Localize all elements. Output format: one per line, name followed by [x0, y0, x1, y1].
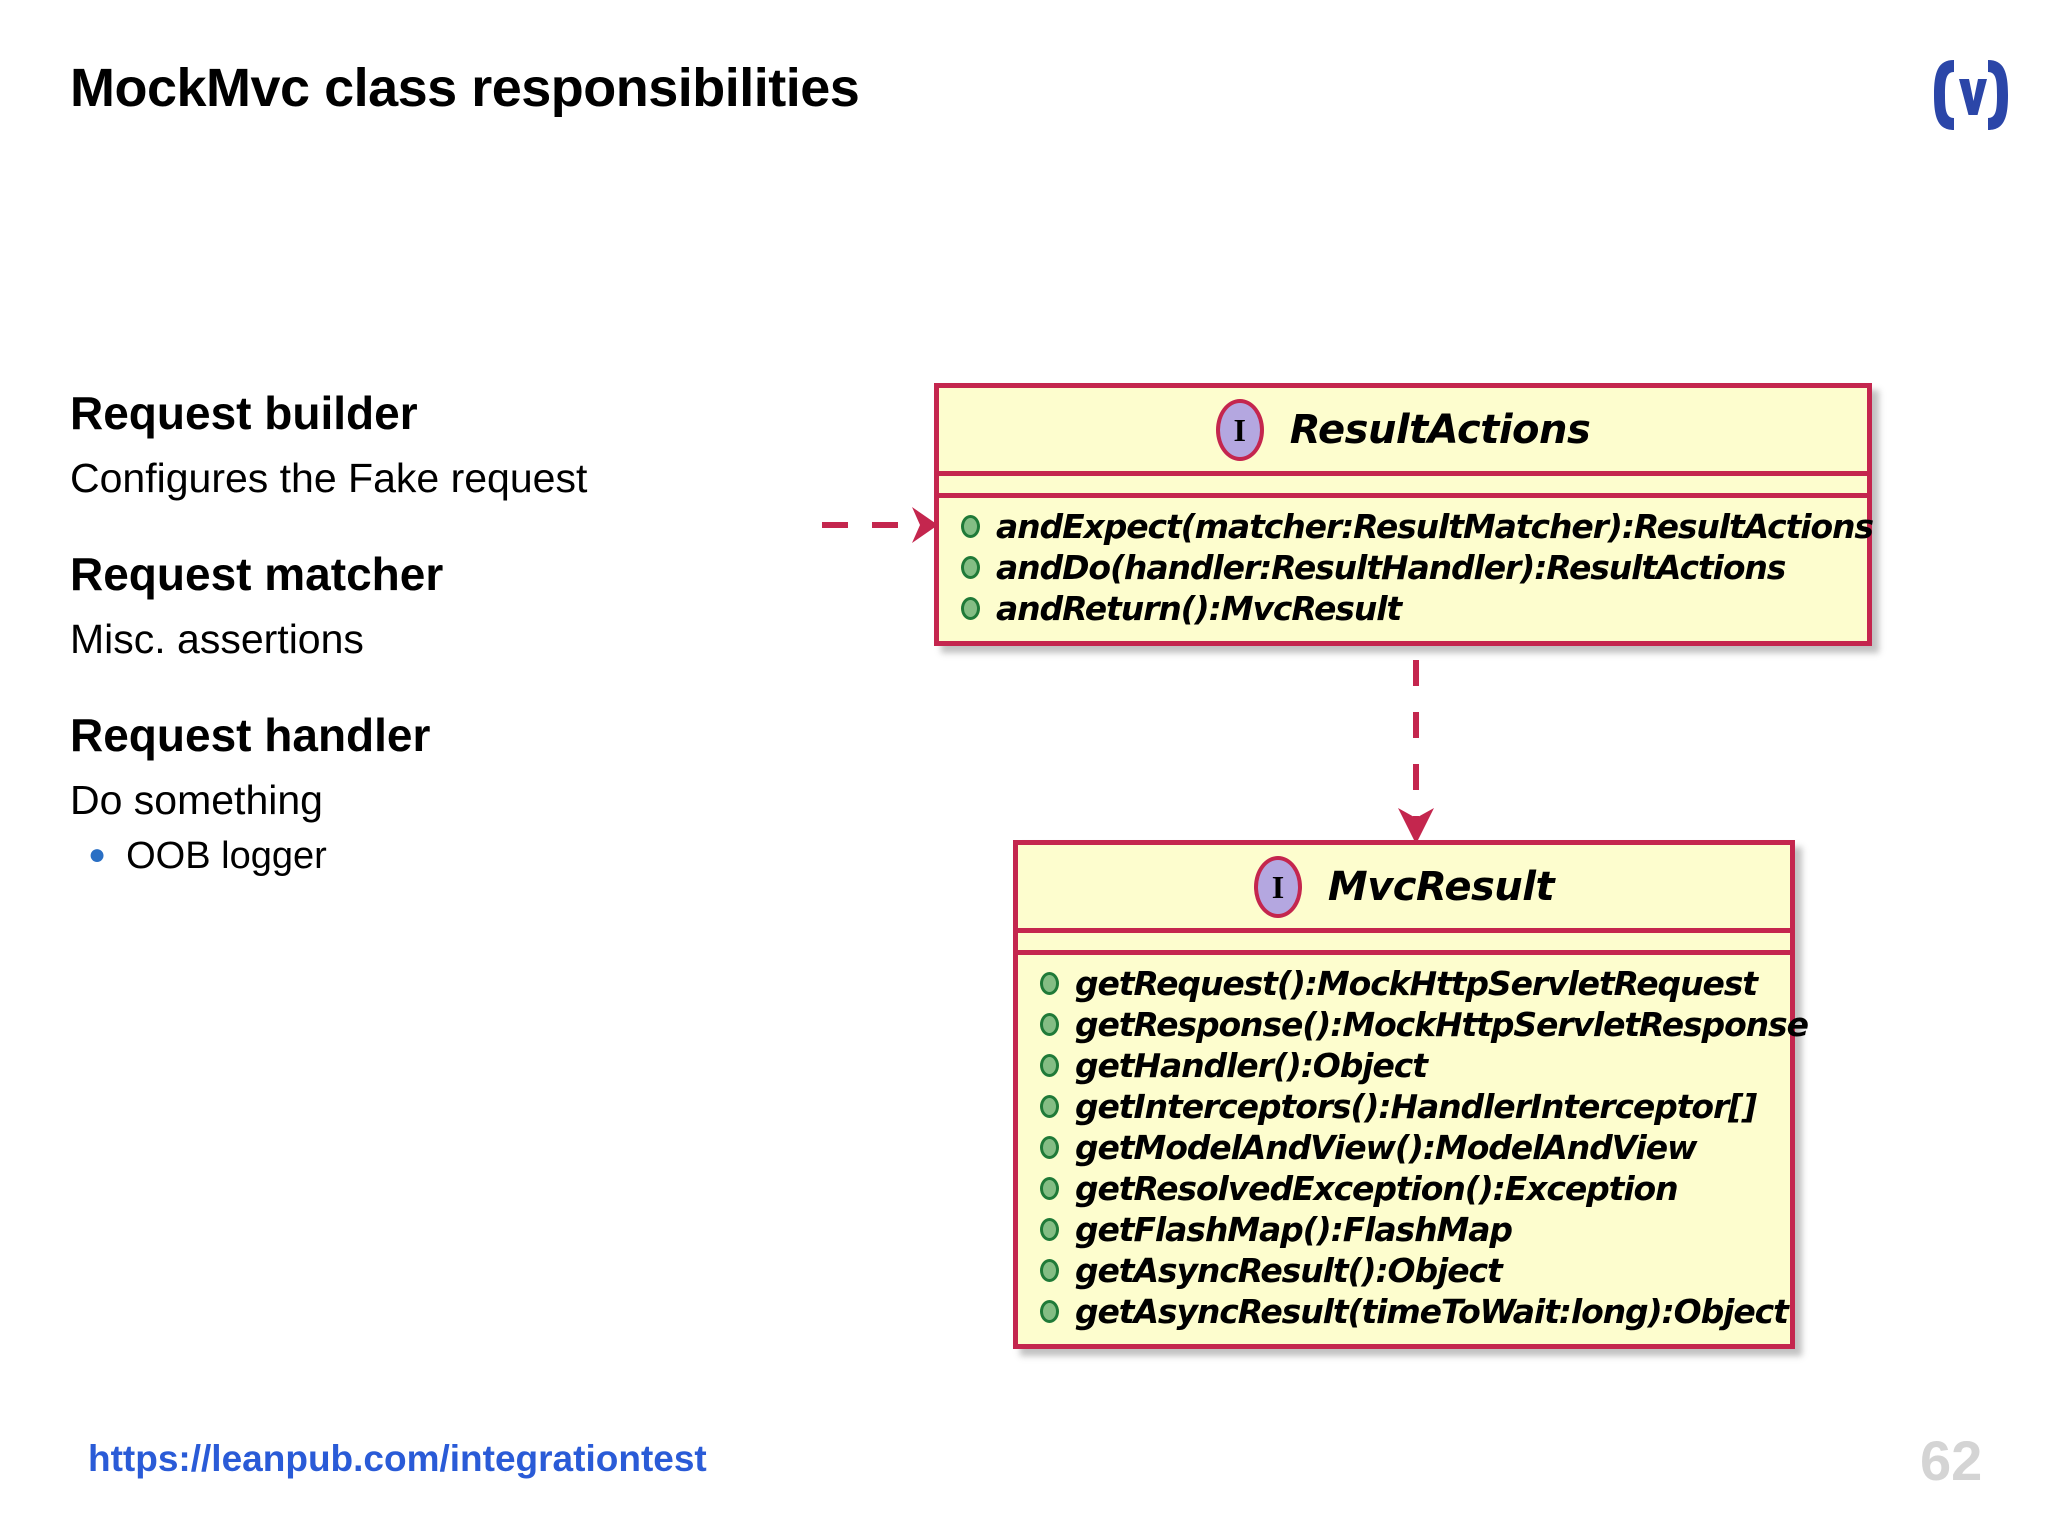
section-body: Do something [70, 777, 323, 823]
section-heading: Request builder [70, 387, 418, 439]
uml-method-signature: andReturn():MvcResult [996, 589, 1402, 628]
uml-method-row: getInterceptors():HandlerInterceptor[] [1018, 1086, 1790, 1127]
left-content-column: Request builder Configures the Fake requ… [70, 390, 710, 875]
uml-method-row: getAsyncResult():Object [1018, 1250, 1790, 1291]
page-number: 62 [1920, 1429, 1983, 1492]
uml-method-row: getFlashMap():FlashMap [1018, 1209, 1790, 1250]
uml-method-row: getAsyncResult(timeToWait:long):Object [1018, 1291, 1790, 1332]
interface-stereotype-icon: I [1215, 398, 1264, 461]
uml-method-signature: getResponse():MockHttpServletResponse [1075, 1005, 1809, 1044]
uml-class-name: MvcResult [1327, 863, 1555, 910]
uml-attributes-compartment [939, 476, 1867, 498]
list-item: ● OOB logger [88, 837, 710, 875]
section-heading: Request matcher [70, 548, 444, 600]
connector-incoming-dependency-icon [822, 507, 938, 543]
page-title: MockMvc class responsibilities [70, 58, 860, 118]
brand-logo-icon [1928, 52, 2014, 138]
section-request-builder: Request builder Configures the Fake requ… [70, 390, 710, 499]
uml-method-signature: getInterceptors():HandlerInterceptor[] [1075, 1087, 1757, 1126]
uml-method-row: andDo(handler:ResultHandler):ResultActio… [939, 547, 1867, 588]
uml-methods-compartment: andExpect(matcher:ResultMatcher):ResultA… [939, 498, 1874, 641]
public-visibility-icon [1040, 1013, 1059, 1036]
uml-method-row: getHandler():Object [1018, 1045, 1790, 1086]
section-request-handler: Request handler Do something ● OOB logge… [70, 712, 710, 875]
bullet-dot-icon: ● [88, 838, 107, 871]
public-visibility-icon [961, 515, 980, 538]
uml-method-signature: andExpect(matcher:ResultMatcher):ResultA… [996, 507, 1874, 546]
section-body: Misc. assertions [70, 616, 364, 662]
public-visibility-icon [1040, 1259, 1059, 1282]
footer-link[interactable]: https://leanpub.com/integrationtest [88, 1438, 707, 1479]
uml-method-row: getResolvedException():Exception [1018, 1168, 1790, 1209]
uml-method-signature: getAsyncResult():Object [1075, 1251, 1503, 1290]
uml-method-signature: getAsyncResult(timeToWait:long):Object [1075, 1292, 1789, 1331]
uml-method-row: andReturn():MvcResult [939, 588, 1867, 629]
uml-method-row: getResponse():MockHttpServletResponse [1018, 1004, 1809, 1045]
uml-class-resultactions[interactable]: I ResultActions andExpect(matcher:Result… [934, 383, 1874, 646]
section-body: Configures the Fake request [70, 455, 588, 501]
uml-method-signature: andDo(handler:ResultHandler):ResultActio… [996, 548, 1786, 587]
uml-method-signature: getResolvedException():Exception [1075, 1169, 1679, 1208]
uml-method-signature: getFlashMap():FlashMap [1075, 1210, 1513, 1249]
uml-attributes-compartment [1018, 933, 1790, 955]
uml-class-name: ResultActions [1289, 406, 1591, 453]
public-visibility-icon [1040, 1095, 1059, 1118]
uml-method-signature: getRequest():MockHttpServletRequest [1075, 964, 1758, 1003]
uml-methods-compartment: getRequest():MockHttpServletRequest getR… [1018, 955, 1809, 1344]
public-visibility-icon [1040, 1054, 1059, 1077]
connector-resultactions-to-mvcresult-icon [1398, 660, 1434, 844]
public-visibility-icon [1040, 1300, 1059, 1323]
list-item-label: OOB logger [126, 835, 327, 877]
public-visibility-icon [961, 597, 980, 620]
section-request-matcher: Request matcher Misc. assertions [70, 551, 710, 660]
uml-method-signature: getModelAndView():ModelAndView [1075, 1128, 1697, 1167]
uml-method-row: andExpect(matcher:ResultMatcher):ResultA… [939, 506, 1874, 547]
uml-method-signature: getHandler():Object [1075, 1046, 1428, 1085]
uml-class-header: I MvcResult [1018, 845, 1790, 933]
public-visibility-icon [961, 556, 980, 579]
uml-method-row: getModelAndView():ModelAndView [1018, 1127, 1790, 1168]
uml-class-header: I ResultActions [939, 388, 1867, 476]
public-visibility-icon [1040, 1136, 1059, 1159]
interface-stereotype-icon: I [1253, 855, 1302, 918]
public-visibility-icon [1040, 972, 1059, 995]
uml-class-mvcresult[interactable]: I MvcResult getRequest():MockHttpServlet… [1013, 840, 1809, 1349]
public-visibility-icon [1040, 1218, 1059, 1241]
public-visibility-icon [1040, 1177, 1059, 1200]
section-heading: Request handler [70, 709, 431, 761]
uml-method-row: getRequest():MockHttpServletRequest [1018, 963, 1790, 1004]
